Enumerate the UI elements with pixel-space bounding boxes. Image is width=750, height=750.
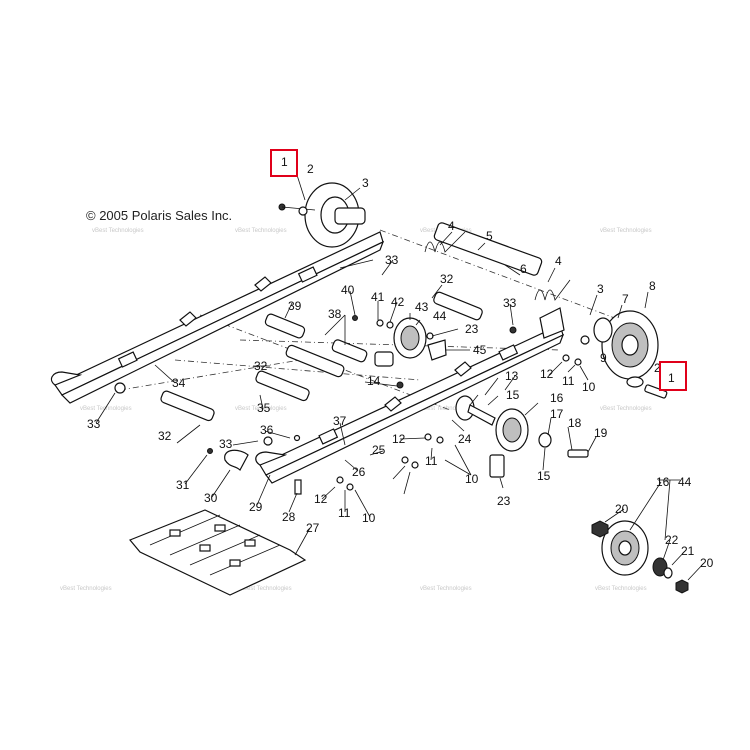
callout-label: 12: [540, 367, 554, 381]
callout-label: 32: [254, 359, 268, 373]
callout-label: 13: [505, 369, 519, 383]
front-wheel: [455, 395, 589, 478]
left-rail: [50, 231, 385, 404]
callout-label: 7: [622, 292, 629, 306]
callout-highlight-box: [659, 361, 687, 391]
callout-label: 20: [700, 556, 714, 570]
callout-label: 35: [257, 401, 271, 415]
callout-label: 20: [615, 502, 629, 516]
callout-label: 10: [362, 511, 376, 525]
rear-idler-wheel-left: [278, 182, 366, 248]
callout-label: 12: [314, 492, 328, 506]
callout-label: 32: [158, 429, 172, 443]
right-rail: [255, 307, 565, 484]
callout-label: 1: [281, 155, 288, 169]
callout-label: 24: [458, 432, 472, 446]
callout-label: 27: [306, 521, 320, 535]
callout-label: 9: [600, 351, 607, 365]
callout-label: 11: [562, 374, 575, 388]
callout-label: 18: [568, 416, 582, 430]
callout-label: 28: [282, 510, 296, 524]
part-callouts: 1 2 3 4 5 6 4 3 7 8 2 1 9 10 11 12 33 32…: [87, 155, 714, 570]
callout-label: 15: [506, 388, 520, 402]
callout-label: 3: [362, 176, 369, 190]
watermark: vBest Technologies: [235, 228, 287, 234]
callout-label: 15: [537, 469, 551, 483]
watermark: vBest Technologies: [240, 586, 292, 592]
callout-label: 5: [486, 229, 493, 243]
callout-label: 21: [681, 544, 695, 558]
watermark: vBest Technologies: [595, 586, 647, 592]
callout-label: 2: [654, 361, 661, 375]
callout-label: 36: [260, 423, 274, 437]
callout-label: 33: [385, 253, 399, 267]
callout-label: 8: [649, 279, 656, 293]
callout-label: 39: [288, 299, 302, 313]
hardware: [207, 326, 582, 495]
wheel-detail-inset: [591, 520, 689, 594]
callout-label: 12: [392, 432, 406, 446]
callout-label: 44: [433, 309, 447, 323]
callout-label: 6: [520, 262, 527, 276]
callout-highlight-box: [270, 149, 298, 177]
callout-label: 17: [550, 407, 564, 421]
callout-label: 16: [550, 391, 564, 405]
callout-label: 33: [219, 437, 233, 451]
callout-label: 16: [656, 475, 670, 489]
callout-label: 31: [176, 478, 190, 492]
callout-label: 45: [473, 343, 487, 357]
callout-label: 33: [503, 296, 517, 310]
callout-label: 23: [465, 322, 479, 336]
watermark: vBest Technologies: [420, 586, 472, 592]
callout-label: 44: [678, 475, 692, 489]
rear-idler-wheel-right: [580, 310, 668, 399]
copyright-notice: © 2005 Polaris Sales Inc.: [86, 208, 233, 223]
callout-label: 29: [249, 500, 263, 514]
callout-label: 26: [352, 465, 366, 479]
callout-label: 23: [497, 494, 511, 508]
callout-label: 40: [341, 283, 355, 297]
callout-label: 14: [367, 374, 381, 388]
callout-label: 10: [465, 472, 479, 486]
callout-label: 41: [371, 290, 385, 304]
watermark: vBest Technologies: [92, 228, 144, 234]
callout-label: 4: [555, 254, 562, 268]
callout-label: 30: [204, 491, 218, 505]
watermark: vBest Technologies: [80, 406, 132, 412]
callout-label: 22: [665, 533, 679, 547]
callout-label: 25: [372, 443, 386, 457]
watermark: vBest Technologies: [235, 406, 287, 412]
torsion-springs: [424, 231, 571, 301]
callout-label: 4: [448, 219, 455, 233]
watermark: vBest Technologies: [600, 228, 652, 234]
callout-label: 42: [391, 295, 405, 309]
callout-label: 3: [597, 282, 604, 296]
watermark: vBest Technologies: [60, 586, 112, 592]
callout-label: 32: [440, 272, 454, 286]
callout-label: 11: [425, 454, 438, 468]
callout-label: 19: [594, 426, 608, 440]
callout-label: 37: [333, 414, 347, 428]
callout-label: 2: [307, 162, 314, 176]
leader-lines: [95, 174, 705, 581]
wear-plate: [129, 509, 307, 596]
callout-label: 33: [87, 417, 101, 431]
callout-label: 10: [582, 380, 596, 394]
watermark: vBest Technologies: [600, 406, 652, 412]
callout-label: 34: [172, 376, 186, 390]
callout-label: 38: [328, 307, 342, 321]
callout-label: 11: [338, 506, 351, 520]
callout-label: 43: [415, 300, 429, 314]
center-wheel: [352, 315, 447, 361]
callout-label: 1: [668, 371, 675, 385]
watermark: vBest Technologies: [420, 406, 472, 412]
